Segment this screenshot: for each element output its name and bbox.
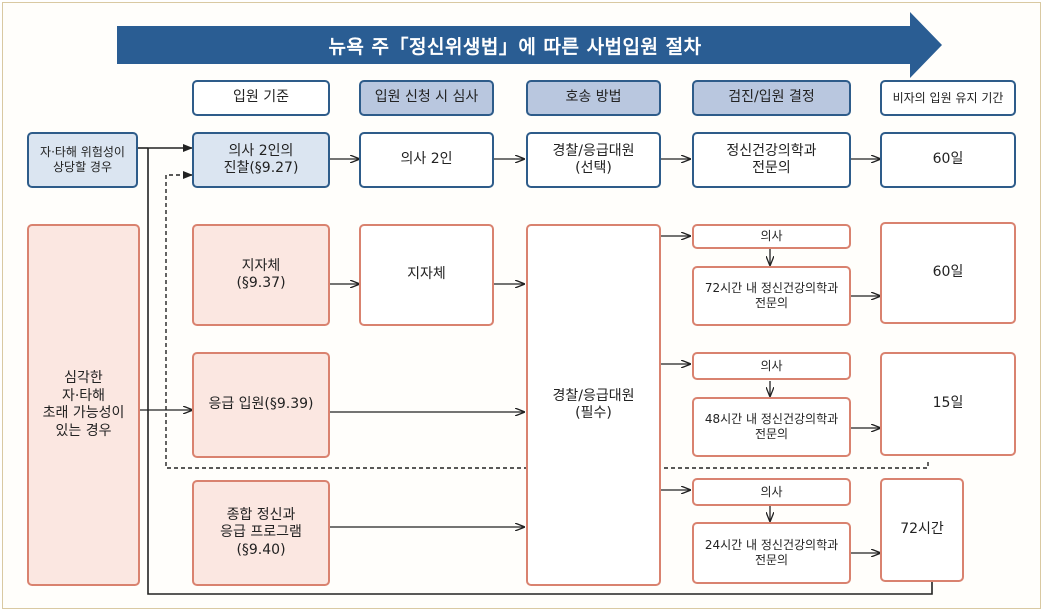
cpep-doctor: 의사 (692, 478, 851, 506)
criterion-danger: 자·타해 위험성이 상당할 경우 (27, 132, 138, 188)
route-two-doctor: 의사 2인의 진찰(§9.27) (192, 132, 330, 188)
criterion-severe: 심각한 자·타해 초래 가능성이 있는 경우 (27, 224, 140, 586)
header-period: 비자의 입원 유지 기간 (880, 80, 1016, 116)
transport-required: 경찰/응급대원 (필수) (526, 224, 661, 586)
page-title: 뉴욕 주「정신위생법」에 따른 사법입원 절차 (328, 35, 702, 58)
period-emergency: 15일 (880, 352, 1016, 456)
route-cpep: 종합 정신과 응급 프로그램 (§9.40) (192, 480, 330, 586)
header-review: 입원 신청 시 심사 (359, 80, 494, 116)
review-local: 지자체 (359, 224, 494, 326)
period-two-doctor: 60일 (880, 132, 1016, 188)
spine-line (147, 148, 933, 595)
route-local: 지자체 (§9.37) (192, 224, 330, 326)
header-transport: 호송 방법 (526, 80, 661, 116)
review-two-doctor: 의사 2인 (359, 132, 494, 188)
cpep-specialist: 24시간 내 정신건강의학과 전문의 (692, 522, 851, 584)
header-criteria: 입원 기준 (192, 80, 330, 116)
period-cpep: 72시간 (880, 478, 964, 582)
period-local: 60일 (880, 222, 1016, 324)
emergency-specialist: 48시간 내 정신건강의학과 전문의 (692, 397, 851, 457)
header-decision: 검진/입원 결정 (692, 80, 851, 116)
route-emergency: 응급 입원(§9.39) (192, 352, 330, 458)
transport-optional: 경찰/응급대원 (선택) (526, 132, 661, 188)
decision-two-doctor: 정신건강의학과 전문의 (692, 132, 851, 188)
emergency-doctor: 의사 (692, 352, 851, 380)
local-specialist: 72시간 내 정신건강의학과 전문의 (692, 266, 851, 326)
local-doctor: 의사 (692, 224, 851, 249)
dashed-path (165, 171, 929, 469)
title-arrow (117, 12, 942, 78)
